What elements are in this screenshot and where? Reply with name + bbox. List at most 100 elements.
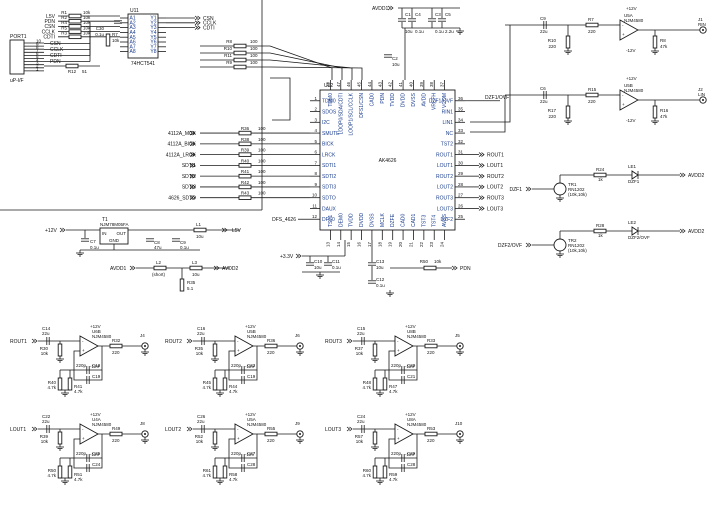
rail-label: -12V (90, 364, 100, 369)
resistor-ref: R38 (241, 137, 250, 142)
pin-number: 26 (458, 203, 464, 208)
pin-name: TDM0 (328, 93, 334, 107)
resistor-symbol (222, 377, 228, 391)
pin-number: 6 (36, 51, 39, 56)
resistor-value: 4.7k (47, 473, 56, 478)
resistor-ref: R39 (241, 148, 250, 153)
net-label: CDTI (50, 53, 62, 59)
net-label: ROUT1 (10, 339, 27, 345)
resistor-value: 1k (598, 177, 604, 182)
resistor-value: 4.7k (74, 477, 83, 482)
capacitor-ref: C26 (197, 414, 206, 419)
capacitor-value: 0.1u (90, 245, 99, 250)
pin-name: A1 (130, 16, 136, 22)
resistor-symbol (372, 377, 378, 391)
rail-label: +12V (45, 228, 57, 234)
jack-ref: J2 (698, 87, 703, 92)
net-arrow-icon (679, 172, 684, 178)
pin-number: 1 (314, 96, 317, 101)
resistor-symbol (222, 465, 228, 479)
opamp-minus: - (82, 339, 84, 344)
net-arrow-icon (525, 242, 530, 248)
inductor-ref: L2 (156, 260, 162, 265)
resistor-symbol (233, 64, 247, 70)
capacitor-ref: C21 (407, 374, 416, 379)
resistor-symbol (593, 172, 607, 178)
resistor-ref: R59 (389, 472, 398, 477)
resistor-ref: R36 (267, 338, 276, 343)
opamp-minus: - (622, 93, 624, 98)
capacitor-value: 0.1u (180, 245, 189, 250)
net-wire (470, 95, 506, 133)
resistor-value: 4.7k (229, 477, 238, 482)
rail-label: -12V (405, 452, 415, 457)
pin-number: 37 (440, 81, 445, 87)
pin-name: LOOP1/SCL/CCLK (349, 92, 355, 135)
net-arrow-icon (213, 265, 218, 271)
pin-name: LOUT2 (437, 185, 453, 191)
resistor-symbol (67, 377, 73, 391)
net-arrow-icon (189, 141, 194, 147)
jack-ref: J6 (295, 333, 300, 338)
capacitor-ref: C12 (376, 277, 385, 282)
net-arrow-icon (189, 163, 194, 168)
connector-ref: PORT1 (10, 34, 27, 40)
net-arrow-icon (189, 338, 193, 344)
net-label: AVDD1 (372, 6, 389, 12)
net-label: CCLK (203, 21, 217, 27)
capacitor-ref: C16 (197, 326, 206, 331)
pin-number: 47 (336, 81, 341, 87)
capacitor-ref: C5 (445, 12, 451, 17)
resistor-symbol (652, 35, 658, 49)
net-label: CSN (203, 16, 214, 22)
opamp-ref: U4A (92, 417, 101, 422)
capacitor-value: 22u (357, 331, 365, 336)
led-net: DZF1 (628, 179, 640, 184)
resistor-symbol (264, 343, 278, 349)
jack-icon (702, 99, 704, 101)
opamp-plus: + (82, 348, 85, 353)
resistor-ref: R32 (112, 338, 121, 343)
pin-name: TST1 (328, 215, 334, 227)
resistor-value: 100 (250, 53, 258, 58)
pin-number: 42 (388, 81, 393, 87)
net-label: DZF2/OVF (498, 243, 522, 249)
pin-name: A7 (130, 44, 136, 50)
resistor-symbol (238, 195, 252, 200)
resistor-value: 10k (83, 15, 91, 20)
rail-label: AVDD2 (688, 173, 705, 179)
net-arrow-icon (224, 227, 228, 233)
feedback-wire (73, 370, 103, 381)
net-arrow-icon (197, 20, 201, 26)
net-arrow-icon (197, 25, 201, 30)
ic-part: 74HCT541 (131, 61, 155, 67)
opamp-part: NJM4580 (407, 422, 427, 427)
net-arrow-icon (194, 20, 199, 26)
jack-icon (459, 433, 461, 435)
net-label: LOUT3 (487, 206, 503, 212)
rail-label: +12V (626, 6, 637, 11)
resistor-value: 220 (267, 438, 275, 443)
transistor-symbol (553, 182, 567, 196)
opamp-plus: + (82, 436, 85, 441)
opamp-plus: + (237, 348, 240, 353)
led-icon (631, 170, 639, 180)
resistor-value: 4.7k (74, 389, 83, 394)
resistor-ref: R7 (588, 17, 594, 22)
capacitor-value: 22u (197, 419, 205, 424)
resistor-symbol (238, 163, 252, 168)
resistor-value: 10k (356, 439, 364, 444)
capacitor-value: 10u (392, 62, 400, 67)
net-arrow-icon (478, 195, 483, 201)
rail-label: +12V (405, 412, 416, 417)
net-arrow-icon (129, 265, 134, 271)
net-arrow-icon (349, 426, 353, 432)
resistor-ref: R53 (427, 426, 436, 431)
resistor-value: 10k (356, 351, 364, 356)
net-arrow-icon (481, 163, 485, 168)
rail-label: +12V (90, 324, 101, 329)
opamp-plus: + (397, 436, 400, 441)
net-arrow-icon (454, 265, 458, 271)
opamp-symbol (79, 423, 99, 445)
net-arrow-icon (387, 5, 392, 11)
